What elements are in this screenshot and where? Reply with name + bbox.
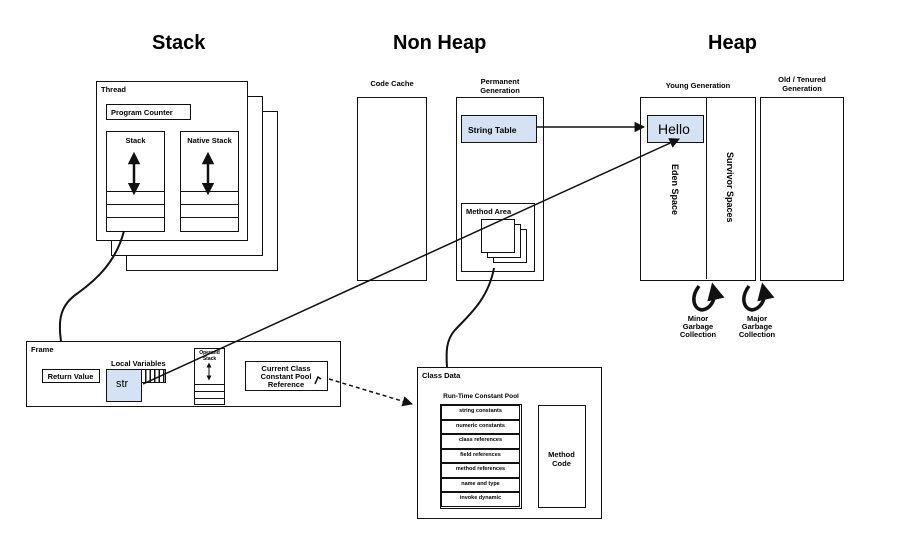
thread-card: Thread Program Counter Stack Native Stac… xyxy=(96,81,248,241)
permanent-generation-label-line2: Generation xyxy=(480,86,520,95)
method-area-page xyxy=(481,219,515,253)
constant-pool-reference-connector xyxy=(328,378,414,407)
code-cache-box xyxy=(357,97,427,281)
native-stack-box-label: Native Stack xyxy=(187,136,232,145)
return-value-box: Return Value xyxy=(42,369,100,383)
operand-stack-box: Operand Stack xyxy=(194,348,225,405)
permanent-generation-box: String Table Method Area xyxy=(456,97,544,281)
str-variable-label: str xyxy=(116,378,129,390)
pool-item-method-references: method references xyxy=(441,463,520,478)
frame-box: Frame Return Value Local Variables str O… xyxy=(26,341,341,407)
major-gc-label-line3: Collection xyxy=(738,330,776,339)
native-stack-slot xyxy=(180,204,239,217)
constant-pool-reference-line3: Reference xyxy=(267,380,305,389)
stack-frame-slot xyxy=(106,191,165,204)
method-area-label: Method Area xyxy=(466,207,512,216)
constant-pool-reference-box: Current Class Constant Pool Reference xyxy=(245,361,328,391)
permanent-generation-label-line1: Permanent xyxy=(480,77,520,86)
pool-item-field-references: field references xyxy=(441,448,520,463)
stack-frame-slot xyxy=(106,204,165,217)
operand-stack-label-line2: Stack xyxy=(202,356,217,362)
operand-stack-slot xyxy=(194,398,225,404)
young-generation-box: Hello Eden Space Survivor Spaces xyxy=(640,97,756,281)
native-stack-slot xyxy=(180,217,239,231)
pool-item-name-and-type: name and type xyxy=(441,477,520,492)
minor-gc-label-line3: Collection xyxy=(679,330,717,339)
method-code-label-line1: Method xyxy=(548,450,575,459)
old-generation-box xyxy=(760,97,844,281)
major-gc-label-line1: Major xyxy=(746,314,767,323)
old-generation-label-line2: Generation xyxy=(782,84,822,93)
pool-item-numeric-constants: numeric constants xyxy=(441,419,520,434)
young-generation-label: Young Generation xyxy=(665,81,731,90)
code-cache-label: Code Cache xyxy=(370,79,414,88)
non-heap-section-title: Non Heap xyxy=(393,32,487,54)
program-counter-label: Program Counter xyxy=(111,108,173,117)
eden-survivor-divider xyxy=(706,98,707,279)
minor-gc-arrow xyxy=(692,282,725,312)
pool-item-string-constants: string constants xyxy=(441,405,520,420)
eden-space-label: Eden Space xyxy=(670,164,680,216)
pool-item-class-references: class references xyxy=(441,434,520,449)
method-area-connector xyxy=(445,267,495,368)
thread-label: Thread xyxy=(101,85,127,94)
old-generation-label-line1: Old / Tenured xyxy=(778,75,826,84)
native-stack-slot xyxy=(180,191,239,204)
stack-box: Stack xyxy=(106,131,165,232)
minor-gc-label-line2: Garbage xyxy=(682,322,714,331)
stack-frame-slot xyxy=(106,217,165,231)
operand-stack-slot xyxy=(194,384,225,391)
runtime-constant-pool-title: Run-Time Constant Pool xyxy=(443,393,519,400)
major-gc-arrow xyxy=(742,282,775,312)
string-table-label: String Table xyxy=(468,125,517,135)
native-stack-box: Native Stack xyxy=(180,131,239,232)
stack-section-title: Stack xyxy=(152,32,206,54)
return-value-label: Return Value xyxy=(47,372,94,381)
class-data-label: Class Data xyxy=(422,371,461,380)
major-gc-label-line2: Garbage xyxy=(741,322,773,331)
local-variable-slots xyxy=(142,369,166,383)
runtime-constant-pool-box: string constants numeric constants class… xyxy=(440,404,522,509)
class-data-box: Class Data Run-Time Constant Pool string… xyxy=(417,367,602,519)
heap-section-title: Heap xyxy=(708,32,757,54)
minor-gc-label-line1: Minor xyxy=(687,314,709,323)
survivor-spaces-label: Survivor Spaces xyxy=(725,152,735,223)
method-code-label-line2: Code xyxy=(552,459,571,468)
program-counter-box: Program Counter xyxy=(106,104,191,120)
string-table-box: String Table xyxy=(461,115,537,143)
method-area-box: Method Area xyxy=(461,203,535,272)
hello-object: Hello xyxy=(647,115,704,143)
local-variables-label: Local Variables xyxy=(111,359,166,368)
method-code-box: Method Code xyxy=(538,405,586,508)
pool-item-invoke-dynamic: invoke dynamic xyxy=(441,492,520,507)
frame-label: Frame xyxy=(31,345,54,354)
str-variable: str xyxy=(106,369,142,402)
stack-box-label: Stack xyxy=(125,136,146,145)
hello-object-label: Hello xyxy=(658,121,690,137)
operand-stack-slot xyxy=(194,391,225,398)
